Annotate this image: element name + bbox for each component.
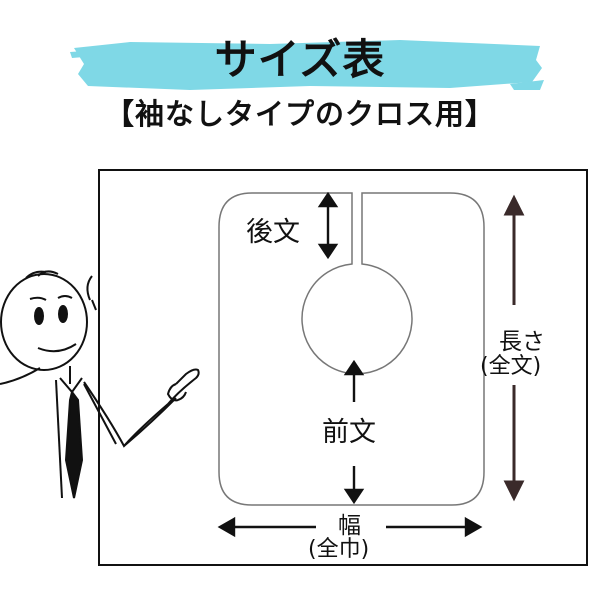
length-arrow bbox=[503, 194, 525, 502]
diagram-frame bbox=[98, 169, 588, 566]
stick-figure bbox=[0, 270, 200, 499]
back-length-arrow bbox=[317, 191, 339, 260]
front-length-label: 前文 bbox=[322, 417, 376, 448]
figure-tie bbox=[64, 389, 84, 499]
back-length-label: 後文 bbox=[246, 217, 300, 248]
page-subtitle: 【袖なしタイプのクロス用】 bbox=[104, 97, 495, 131]
front-length-arrow bbox=[343, 359, 365, 505]
title-brush-stroke bbox=[70, 40, 544, 90]
length-label: 長さ bbox=[499, 329, 545, 355]
figure-head bbox=[0, 273, 88, 371]
width-arrow bbox=[217, 516, 483, 538]
cape-outline bbox=[218, 192, 485, 506]
width-label: 幅 bbox=[338, 513, 361, 539]
length-sub-label: (全文) bbox=[480, 354, 542, 379]
page-title: サイズ表 bbox=[214, 35, 386, 84]
width-sub-label: (全巾) bbox=[308, 537, 370, 562]
